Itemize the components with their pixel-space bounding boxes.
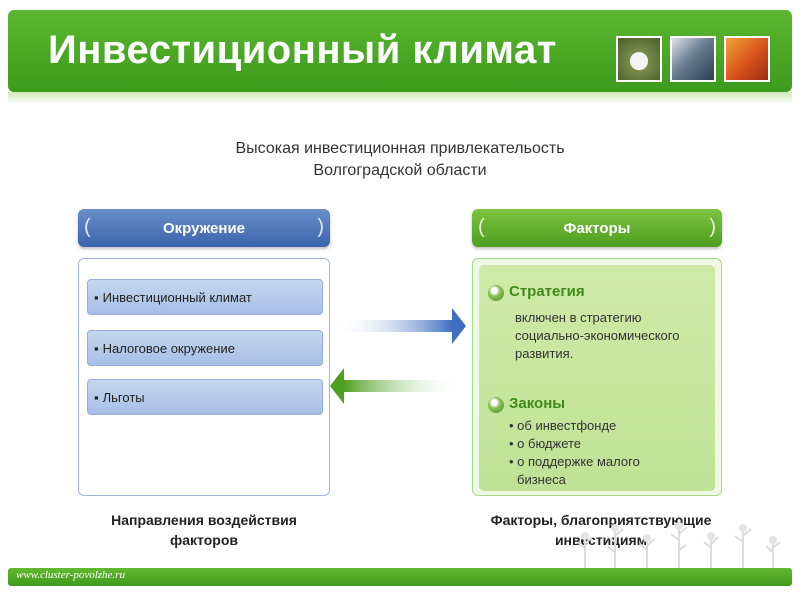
laws-item: бизнеса: [517, 472, 566, 487]
plants-decoration-icon: [577, 522, 781, 570]
industry-photo-icon: [670, 36, 716, 82]
subtitle-line-2: Волгоградской области: [313, 162, 487, 179]
footer-url[interactable]: www.cluster-povolzhe.ru: [16, 569, 125, 581]
right-paren-icon: ): [709, 216, 716, 238]
environment-tab: ( Окружение ): [78, 209, 330, 247]
dash-bullet-icon: ▪: [94, 389, 99, 405]
cotton-photo-icon: [616, 36, 662, 82]
left-caption: Направления воздействия факторов: [70, 510, 338, 550]
environment-item-tax: ▪ Налоговое окружение: [87, 330, 323, 366]
header-shadow-strip: [8, 92, 792, 104]
left-paren-icon: (: [84, 216, 91, 238]
factors-tab: ( Факторы ): [472, 209, 722, 247]
left-caption-line-1: Направления воздействия: [111, 512, 297, 528]
right-caption-line-1: Факторы, благоприятствующие: [490, 512, 712, 528]
environment-panel: ▪ Инвестиционный климат ▪ Налоговое окру…: [78, 258, 330, 496]
environment-item-label: Инвестиционный климат: [102, 289, 252, 305]
dash-bullet-icon: ▪: [94, 340, 99, 356]
environment-tab-label: Окружение: [162, 219, 246, 237]
right-arrow-icon: [334, 308, 466, 344]
page-title: Инвестиционный климат: [48, 28, 557, 72]
laws-list: • об инвестфонде • о бюджете • о поддерж…: [509, 417, 640, 489]
left-paren-icon: (: [478, 216, 485, 238]
right-paren-icon: ): [317, 216, 324, 238]
strategy-line: включен в стратегию: [515, 310, 642, 325]
left-arrow-icon: [330, 368, 462, 404]
strategy-line: социально-экономического: [515, 328, 680, 343]
laws-bullet-icon: [488, 397, 504, 413]
strategy-line: развития.: [515, 346, 574, 361]
left-caption-line-2: факторов: [170, 532, 238, 548]
right-caption: Факторы, благоприятствующие инвестициям: [456, 510, 746, 550]
environment-item-benefits: ▪ Льготы: [87, 379, 323, 415]
strategy-title: Стратегия: [509, 283, 585, 300]
laws-item: • о поддержке малого: [509, 454, 640, 469]
dash-bullet-icon: ▪: [94, 289, 99, 305]
strategy-text: включен в стратегию социально-экономичес…: [515, 309, 679, 363]
flags-photo-icon: [724, 36, 770, 82]
laws-title: Законы: [509, 395, 566, 412]
laws-item: • о бюджете: [509, 436, 582, 451]
environment-item-label: Налоговое окружение: [102, 340, 235, 356]
right-caption-line-2: инвестициям: [554, 532, 648, 548]
environment-item-label: Льготы: [102, 389, 145, 405]
slide-subtitle: Высокая инвестиционная привлекательость …: [0, 138, 800, 182]
factors-panel: Стратегия включен в стратегию социально-…: [472, 258, 722, 496]
factors-panel-inner: Стратегия включен в стратегию социально-…: [479, 265, 715, 491]
laws-item: • об инвестфонде: [509, 418, 617, 433]
strategy-bullet-icon: [488, 285, 504, 301]
factors-tab-label: Факторы: [563, 219, 631, 237]
environment-item-investment-climate: ▪ Инвестиционный климат: [87, 279, 323, 315]
header-thumbnails: [616, 36, 770, 82]
subtitle-line-1: Высокая инвестиционная привлекательость: [235, 140, 565, 157]
footer-bar: [8, 568, 792, 586]
